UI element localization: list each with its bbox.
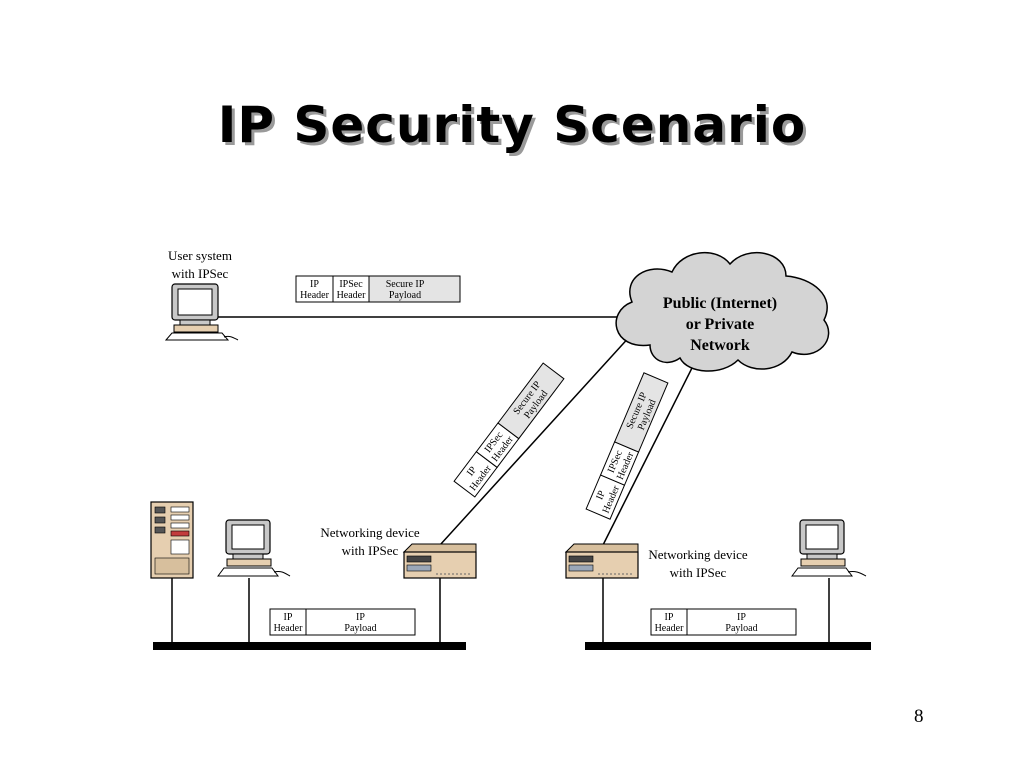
left-plain-ip-header-line1: IP <box>284 612 293 623</box>
right-plain-ip-header-line2: Header <box>655 623 685 634</box>
secure-packet-diagonal-left: IP Header IPSec Header Secure IP Payload <box>453 362 565 498</box>
right-lan-computer-icon <box>791 519 867 577</box>
right-device-label-line1: Networking device <box>648 547 748 562</box>
left-lan-computer-icon <box>217 519 291 577</box>
top-payload-line2: Payload <box>389 290 421 301</box>
top-ipsec-header-line2: Header <box>337 290 367 301</box>
left-plain-payload-line1: IP <box>356 612 365 623</box>
left-device-label-line1: Networking device <box>320 525 420 540</box>
right-device-label-line2: with IPSec <box>670 565 727 580</box>
cloud-label-line2: or Private <box>686 316 755 333</box>
user-system-label-line2: with IPSec <box>172 266 229 281</box>
left-networking-device-icon <box>402 543 477 579</box>
cloud-label-line1: Public (Internet) <box>663 295 777 312</box>
right-plain-payload-line2: Payload <box>725 623 757 634</box>
user-system-label-line1: User system <box>168 248 232 263</box>
server-tower-icon <box>150 501 194 579</box>
secure-packet-diagonal-right: IP Header IPSec Header Secure IP Payload <box>585 372 669 520</box>
cloud-label-line3: Network <box>690 337 750 354</box>
user-system-label: User system with IPSec <box>168 248 232 281</box>
user-computer-icon <box>164 283 239 341</box>
left-plain-ip-header-line2: Header <box>274 623 304 634</box>
right-networking-device-icon <box>564 543 639 579</box>
left-plain-payload-line2: Payload <box>344 623 376 634</box>
top-ip-header-line2: Header <box>300 290 330 301</box>
top-payload-line1: Secure IP <box>386 279 425 290</box>
right-plain-payload-line1: IP <box>737 612 746 623</box>
link-left-device-to-cloud <box>439 333 633 546</box>
network-cloud: Public (Internet) or Private Network <box>615 251 830 372</box>
left-lan-bus <box>153 642 466 650</box>
plain-packet-right: IP Header IP Payload <box>650 608 797 636</box>
page-number: 8 <box>914 706 924 727</box>
top-ip-header-line1: IP <box>310 279 319 290</box>
left-networking-device-label: Networking device with IPSec <box>320 525 420 558</box>
link-right-device-to-cloud <box>602 359 697 546</box>
top-ipsec-header-line1: IPSec <box>339 279 363 290</box>
right-plain-ip-header-line1: IP <box>665 612 674 623</box>
left-device-label-line2: with IPSec <box>342 543 399 558</box>
plain-packet-left: IP Header IP Payload <box>269 608 416 636</box>
secure-packet-top: IP Header IPSec Header Secure IP Payload <box>295 275 461 303</box>
slide-title: IP Security Scenario <box>217 96 807 154</box>
right-networking-device-label: Networking device with IPSec <box>648 547 748 580</box>
right-lan-bus <box>585 642 871 650</box>
